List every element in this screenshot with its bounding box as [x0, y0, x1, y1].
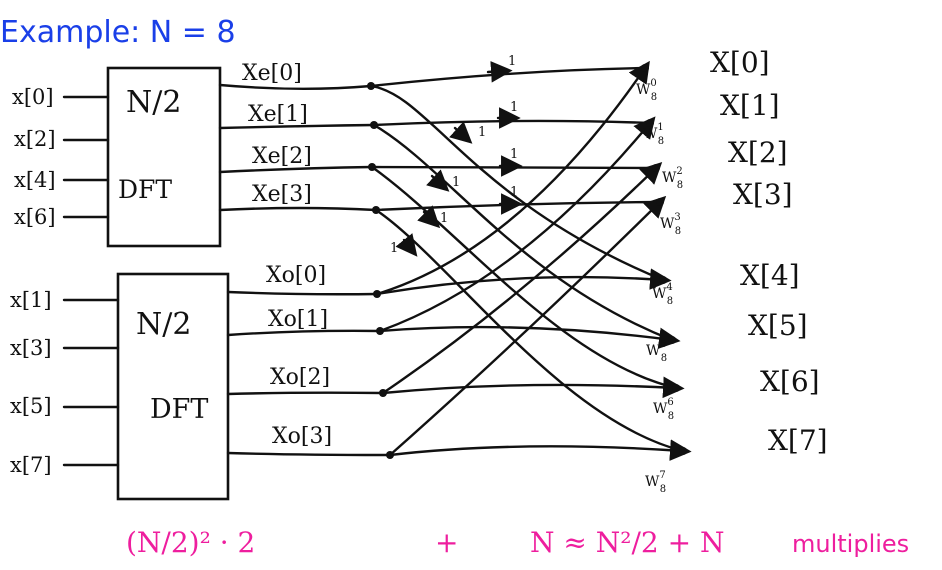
- dft-block-even: [106, 66, 222, 248]
- dft-block-odd: [116, 272, 230, 501]
- unit-gain-label-7: 1: [440, 211, 448, 226]
- formula-part1: (N/2)² · 2: [126, 526, 255, 559]
- unit-gain-label-8: 1: [390, 241, 398, 256]
- input-label-x1: x[1]: [10, 288, 52, 312]
- formula-part2: N ≈ N²/2 + N: [530, 526, 725, 559]
- input-label-x7: x[7]: [10, 453, 52, 477]
- even-output-label-1: Xe[1]: [248, 102, 308, 127]
- even-output-label-2: Xe[2]: [252, 144, 312, 169]
- even-output-label-3: Xe[3]: [252, 182, 312, 207]
- output-label-0: X[0]: [710, 46, 770, 79]
- dft-block-odd-size: N/2: [136, 307, 191, 342]
- unit-gain-label-3: 1: [510, 147, 518, 162]
- dft-block-even-label: DFT: [118, 175, 172, 204]
- even-output-label-0: Xe[0]: [242, 61, 302, 86]
- unit-gain-label-2: 1: [510, 100, 518, 115]
- title: Example: N = 8: [0, 15, 236, 50]
- input-label-x3: x[3]: [10, 336, 52, 360]
- input-wires: [62, 95, 120, 467]
- odd-output-label-3: Xo[3]: [272, 424, 332, 449]
- input-label-x6: x[6]: [14, 205, 56, 229]
- unit-gain-label-5: 1: [478, 125, 486, 140]
- formula-plus: +: [435, 526, 458, 559]
- output-label-7: X[7]: [768, 424, 828, 457]
- unit-gain-label-6: 1: [452, 175, 460, 190]
- unit-gain-label-4: 1: [510, 185, 518, 200]
- odd-output-label-1: Xo[1]: [268, 307, 328, 332]
- output-label-2: X[2]: [728, 136, 788, 169]
- output-label-4: X[4]: [740, 259, 800, 292]
- mid-arrows: [395, 61, 523, 257]
- input-label-x2: x[2]: [14, 127, 56, 151]
- dft-block-odd-label: DFT: [150, 394, 208, 425]
- input-label-x5: x[5]: [10, 394, 52, 418]
- nodes: [367, 64, 687, 459]
- output-label-1: X[1]: [720, 89, 780, 122]
- dft-block-even-size: N/2: [126, 85, 181, 120]
- input-label-x0: x[0]: [12, 85, 54, 109]
- odd-output-label-2: Xo[2]: [270, 365, 330, 390]
- output-label-6: X[6]: [760, 365, 820, 398]
- output-label-3: X[3]: [733, 178, 793, 211]
- output-label-5: X[5]: [748, 309, 808, 342]
- input-label-x4: x[4]: [14, 168, 56, 192]
- odd-output-label-0: Xo[0]: [266, 263, 326, 288]
- block-output-wires: [218, 83, 392, 457]
- unit-gain-label-1: 1: [508, 54, 516, 69]
- butterfly-wires: [369, 60, 692, 461]
- formula-multiplies: multiplies: [792, 530, 909, 558]
